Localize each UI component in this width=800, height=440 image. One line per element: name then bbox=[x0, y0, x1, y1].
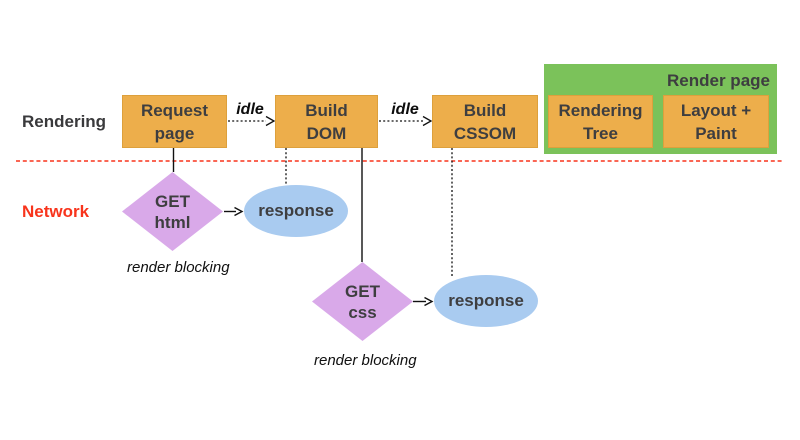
get-html-label-line1: GET bbox=[155, 191, 190, 211]
layout-paint-label-line1: Layout + bbox=[680, 100, 752, 120]
gethtml-to-response-arrow-head bbox=[234, 206, 244, 217]
rendering-tree-label-line1: Rendering bbox=[558, 100, 643, 120]
layout-paint-label-line2: Paint bbox=[695, 123, 737, 143]
build-cssom-label-line1: Build bbox=[463, 100, 507, 120]
response-css-ellipse: response bbox=[434, 275, 538, 327]
rendering-lane-label: Rendering bbox=[22, 112, 107, 131]
render-blocking-annotation-css: render blocking bbox=[314, 352, 417, 369]
response-html-label: response bbox=[258, 201, 334, 220]
getcss-to-response-arrow-head bbox=[424, 296, 434, 307]
render-page-group-label: Render page bbox=[667, 71, 770, 90]
build-cssom-box: Build CSSOM bbox=[432, 95, 538, 148]
get-css-label-line1: GET bbox=[345, 281, 380, 301]
idle-arrow-1-head bbox=[265, 115, 276, 127]
idle-label-1: idle bbox=[236, 101, 264, 118]
network-lane-label: Network bbox=[22, 202, 90, 221]
build-dom-label-line2: DOM bbox=[306, 123, 347, 143]
layout-paint-box: Layout + Paint bbox=[663, 95, 769, 148]
response-html-ellipse: response bbox=[244, 185, 348, 237]
response-css-label: response bbox=[448, 291, 524, 310]
build-dom-box: Build DOM bbox=[275, 95, 378, 148]
render-blocking-annotation-html: render blocking bbox=[127, 259, 230, 276]
get-css-label-line2: css bbox=[348, 302, 377, 322]
request-page-box: Request page bbox=[122, 95, 227, 148]
rendering-tree-box: Rendering Tree bbox=[548, 95, 653, 148]
rendering-tree-label-line2: Tree bbox=[583, 123, 618, 143]
idle-arrow-2-head bbox=[422, 115, 433, 127]
build-cssom-label-line2: CSSOM bbox=[453, 123, 517, 143]
idle-label-2: idle bbox=[391, 101, 419, 118]
build-dom-label-line1: Build bbox=[305, 100, 348, 120]
request-page-label-line1: Request bbox=[140, 100, 209, 120]
get-html-label-line2: html bbox=[154, 212, 191, 232]
request-page-label-line2: page bbox=[154, 123, 195, 143]
